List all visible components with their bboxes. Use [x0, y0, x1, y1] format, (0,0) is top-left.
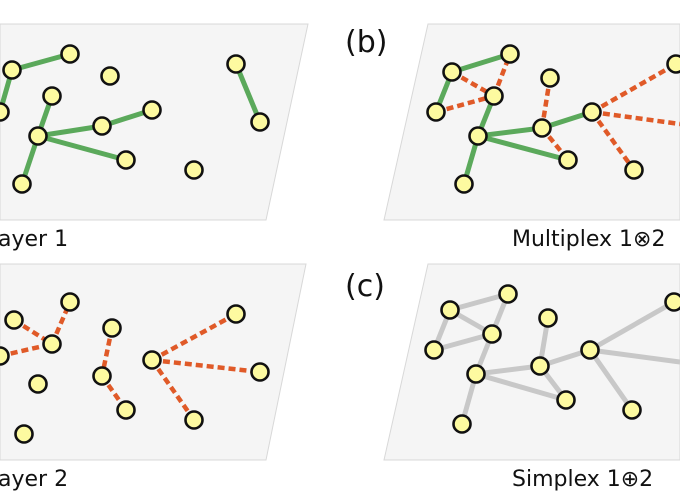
layer2-node: [116, 400, 136, 420]
layer1-node: [28, 126, 48, 146]
layer1-node: [100, 66, 120, 86]
layer2-edge: [150, 312, 238, 362]
simplex-node: [466, 364, 486, 384]
multiplex-node: [624, 160, 644, 180]
multiplex-edge: [477, 125, 543, 139]
layer2-edge: [150, 358, 196, 422]
multiplex-node: [500, 44, 520, 64]
layer2-node: [102, 318, 122, 338]
multiplex-node: [532, 118, 552, 138]
multiplex-node: [454, 174, 474, 194]
layer1-edge: [37, 133, 127, 163]
layer2-edge: [99, 327, 115, 377]
layer2-node: [42, 334, 62, 354]
simplex-node: [538, 308, 558, 328]
simplex-node: [482, 324, 502, 344]
layer1-node: [92, 116, 112, 136]
simplex-node: [580, 340, 600, 360]
multiplex-node: [582, 102, 602, 122]
layer1-node: [226, 54, 246, 74]
simplex-edge: [475, 363, 541, 377]
layer2-node: [4, 310, 24, 330]
layer1-edge: [233, 63, 263, 123]
plane-multiplex: [383, 23, 680, 221]
layer2-node: [92, 366, 112, 386]
layer1-node: [116, 150, 136, 170]
simplex-node: [498, 284, 518, 304]
multiplex-edge: [477, 133, 569, 163]
simplex-node: [530, 356, 550, 376]
layer2-node: [28, 374, 48, 394]
layer2-node: [14, 424, 34, 444]
multiplex-node: [484, 86, 504, 106]
panel-letter-c: (c): [345, 269, 385, 304]
nodes-group: [0, 44, 680, 444]
simplex-node: [424, 340, 444, 360]
layer1-node: [0, 102, 10, 122]
layer2-node: [60, 292, 80, 312]
simplex-node: [440, 300, 460, 320]
multiplex-node: [426, 102, 446, 122]
simplex-edge: [588, 299, 676, 353]
simplex-node: [664, 292, 680, 312]
layer2-edge: [151, 357, 261, 375]
layer2-node: [142, 350, 162, 370]
multiplex-node: [558, 150, 578, 170]
simplex-edge: [587, 348, 635, 412]
layer1-node: [2, 60, 22, 80]
layer2-node: [250, 362, 270, 382]
simplex-node: [556, 390, 576, 410]
multiplex-edge: [539, 77, 553, 129]
multiplex-edge: [451, 51, 511, 75]
multiplex-node: [468, 126, 488, 146]
simplex-edge: [449, 291, 509, 313]
layer1-edge: [37, 123, 103, 139]
multiplex-edge: [591, 109, 680, 127]
simplex-edge: [433, 331, 493, 353]
multiplex-edge: [435, 93, 495, 115]
layer1-edge: [11, 51, 71, 73]
layer1-node: [12, 174, 32, 194]
simplex-edge: [589, 347, 680, 365]
panel-letter-b: (b): [345, 25, 387, 60]
layer1-node: [142, 100, 162, 120]
multiplex-node: [442, 62, 462, 82]
layer2-node: [226, 304, 246, 324]
multiplex-edge: [590, 110, 636, 172]
multiplex-edge: [450, 70, 496, 98]
simplex-edge: [475, 371, 567, 403]
simplex-node: [452, 414, 472, 434]
plane-layer1: [0, 23, 309, 221]
simplex-node: [622, 400, 642, 420]
layer1-node: [250, 112, 270, 132]
caption-multiplex: Multiplex 1⊗2: [512, 227, 665, 252]
layer1-node: [184, 160, 204, 180]
caption-simplex: Simplex 1⊕2: [512, 467, 653, 492]
layer1-node: [60, 44, 80, 64]
caption-layer1: ayer 1: [0, 227, 68, 252]
multiplex-edge: [590, 62, 678, 114]
layer1-node: [42, 86, 62, 106]
layer2-node: [0, 346, 10, 366]
multiplex-node: [540, 68, 560, 88]
layer2-node: [184, 410, 204, 430]
multiplex-node: [666, 54, 680, 74]
caption-layer2: ayer 2: [0, 467, 68, 492]
